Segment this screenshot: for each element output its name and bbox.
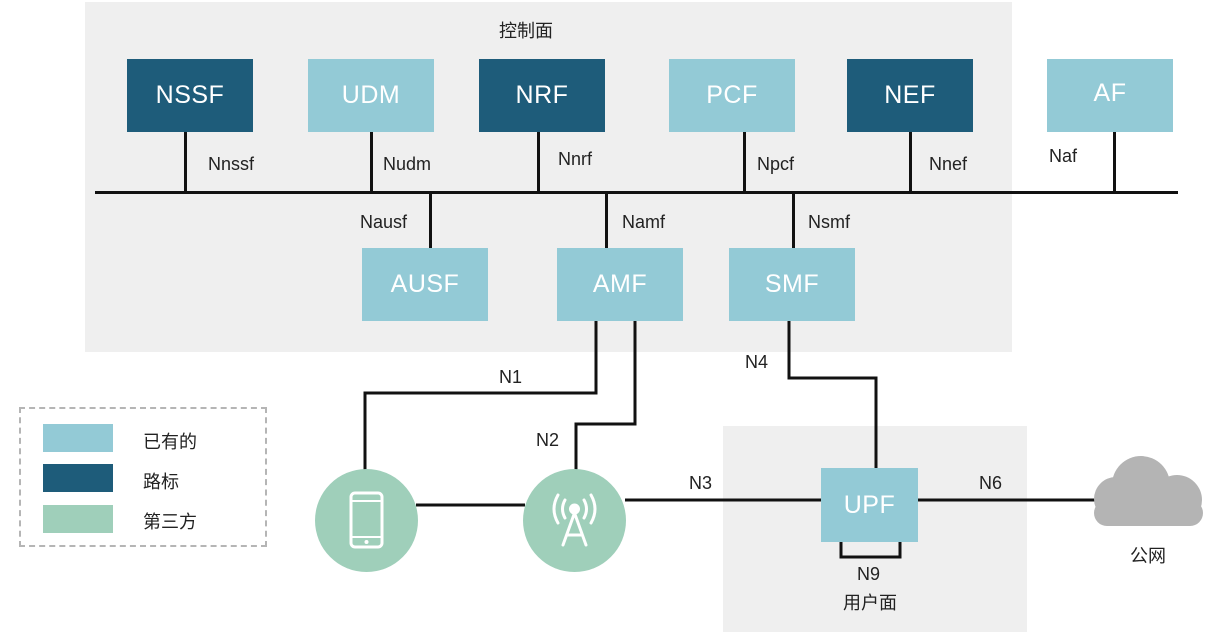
smf-connector [792,192,795,249]
legend-swatch-route [43,464,113,492]
n4-line [787,321,878,470]
legend-label-third-party: 第三方 [143,512,197,533]
control-plane-title: 控制面 [499,21,553,42]
af-connector [1113,131,1116,193]
n3-label: N3 [689,473,713,493]
upf-box: UPF [821,468,918,542]
npcf-label: Npcf [757,154,795,174]
smf-box: SMF [729,248,855,321]
nssf-box: NSSF [127,59,253,132]
ausf-box: AUSF [362,248,488,321]
ausf-connector [429,192,432,249]
nausf-label: Nausf [360,212,408,232]
legend-label-existing: 已有的 [143,432,197,453]
legend: 已有的 路标 第三方 [19,407,267,547]
legend-swatch-third-party [43,505,113,533]
naf-label: Naf [1049,146,1078,166]
n2-line [574,321,637,470]
amf-connector [605,192,608,249]
ran-node [523,469,626,572]
mobile-phone-icon [349,491,384,549]
udm-connector [370,131,373,193]
n1-line [363,321,598,470]
n1-label: N1 [499,367,523,387]
udm-box: UDM [308,59,434,132]
legend-label-route: 路标 [143,472,179,493]
namf-label: Namf [622,212,666,232]
af-box: AF [1047,59,1173,132]
n4-label: N4 [745,352,769,372]
nrf-connector [537,131,540,193]
nef-connector [909,131,912,193]
n6-label: N6 [979,473,1003,493]
legend-swatch-existing [43,424,113,452]
public-network-label: 公网 [1130,546,1166,567]
n2-label: N2 [536,430,560,450]
nssf-connector [184,131,187,193]
nnrf-label: Nnrf [558,149,593,169]
user-plane-title: 用户面 [843,593,897,614]
pcf-connector [743,131,746,193]
nsmf-label: Nsmf [808,212,850,232]
n9-label: N9 [857,564,881,584]
pcf-box: PCF [669,59,795,132]
nudm-label: Nudm [383,154,432,174]
nnef-label: Nnef [929,154,968,174]
nrf-box: NRF [479,59,605,132]
cell-tower-icon [552,493,597,547]
ue-node [315,469,418,572]
service-bus [95,191,1178,194]
n9-loop [839,540,902,559]
amf-box: AMF [557,248,683,321]
nef-box: NEF [847,59,973,132]
nnssf-label: Nnssf [208,154,255,174]
